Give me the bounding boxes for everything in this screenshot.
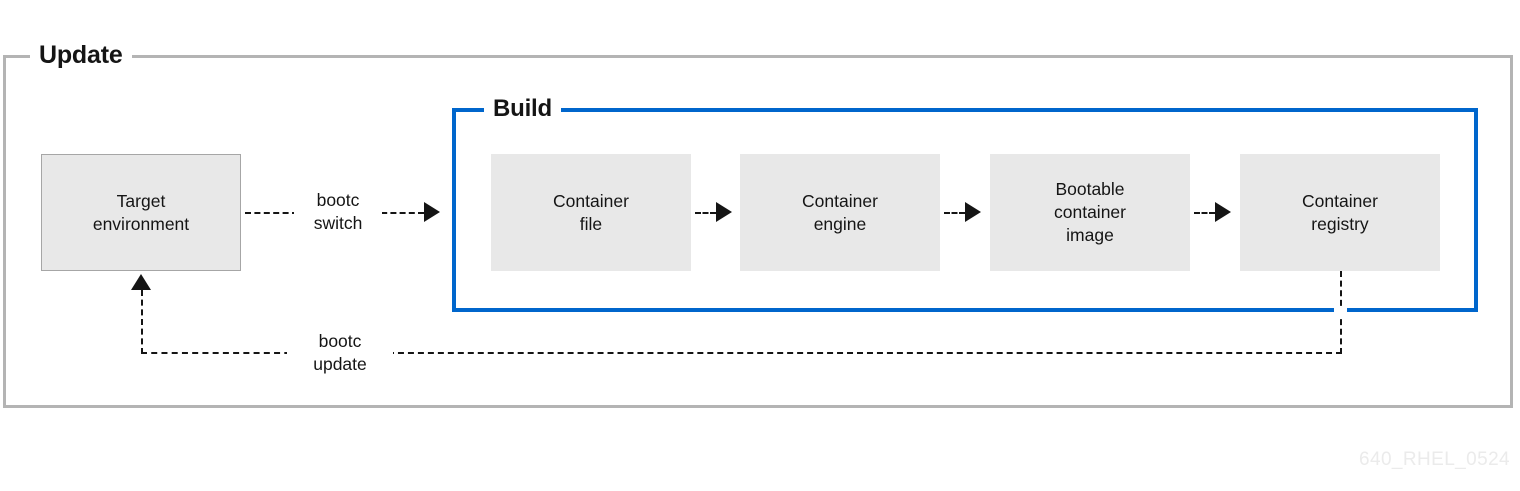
edge-bootc-update-segment-left: [141, 352, 321, 354]
edge-bootc-switch-segment-right: [372, 212, 424, 214]
edge-image-to-registry-line: [1194, 212, 1215, 214]
edge-file-to-engine-line: [695, 212, 716, 214]
node-bootable-container-image[interactable]: Bootable container image: [990, 154, 1190, 271]
node-target-environment[interactable]: Target environment: [41, 154, 241, 271]
edge-bootc-switch-label: bootc switch: [294, 189, 382, 235]
group-build-box: [452, 108, 1478, 312]
node-container-registry[interactable]: Container registry: [1240, 154, 1440, 271]
node-container-file[interactable]: Container file: [491, 154, 691, 271]
attribution-text: 640_RHEL_0524: [1359, 449, 1510, 470]
node-target-environment-label: Target environment: [92, 190, 190, 234]
node-container-engine-label: Container engine: [802, 190, 878, 234]
arrow-right-icon-engine-to-image: [965, 202, 981, 222]
group-update-box: [3, 55, 1513, 408]
build-border-crossing-gap: [1334, 306, 1347, 318]
node-container-registry-label: Container registry: [1302, 190, 1378, 234]
edge-bootc-switch-segment-left: [245, 212, 298, 214]
edge-engine-to-image-line: [944, 212, 965, 214]
edge-bootc-update-label: bootc update: [287, 330, 393, 376]
arrow-right-icon-file-to-engine: [716, 202, 732, 222]
node-container-engine[interactable]: Container engine: [740, 154, 940, 271]
edge-bootc-update-segment-right: [378, 352, 1342, 354]
arrow-right-icon-bootc-switch: [424, 202, 440, 222]
node-bootable-container-image-label: Bootable container image: [1054, 179, 1126, 245]
arrow-up-icon-bootc-update: [131, 274, 151, 290]
group-build-label: Build: [484, 93, 561, 125]
node-container-file-label: Container file: [553, 190, 629, 234]
arrow-right-icon-image-to-registry: [1215, 202, 1231, 222]
group-update-label: Update: [30, 38, 132, 72]
edge-bootc-update-segment-up: [141, 290, 143, 354]
